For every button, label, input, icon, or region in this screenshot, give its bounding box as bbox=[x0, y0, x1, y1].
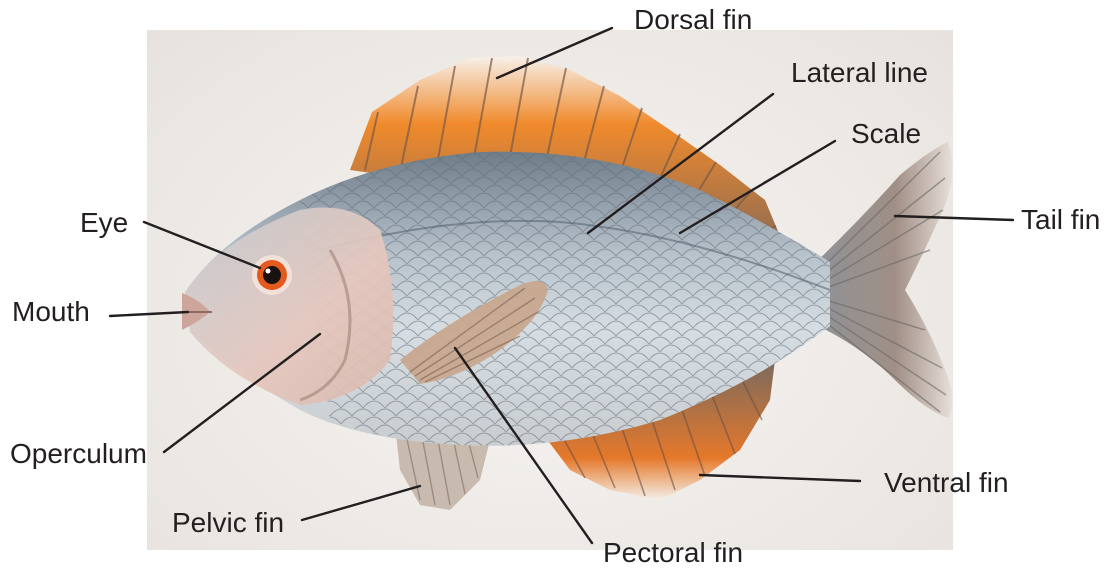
tail-fin-shape bbox=[810, 142, 952, 418]
lateral-line-label: Lateral line bbox=[791, 59, 928, 87]
scale-label: Scale bbox=[851, 120, 921, 148]
tail-fin-label: Tail fin bbox=[1021, 206, 1100, 234]
pelvic-fin-leader bbox=[302, 486, 420, 520]
mouth-leader bbox=[110, 312, 188, 316]
ventral-fin-label: Ventral fin bbox=[884, 469, 1009, 497]
operculum-label: Operculum bbox=[10, 440, 147, 468]
fish-eye bbox=[252, 255, 292, 295]
fish-head bbox=[182, 208, 393, 406]
dorsal-fin-label: Dorsal fin bbox=[634, 6, 752, 34]
pelvic-fin-label: Pelvic fin bbox=[172, 509, 284, 537]
eye-label: Eye bbox=[80, 209, 128, 237]
mouth-label: Mouth bbox=[12, 298, 90, 326]
pectoral-fin-label: Pectoral fin bbox=[603, 539, 743, 567]
ventral-fin-leader bbox=[700, 475, 860, 481]
